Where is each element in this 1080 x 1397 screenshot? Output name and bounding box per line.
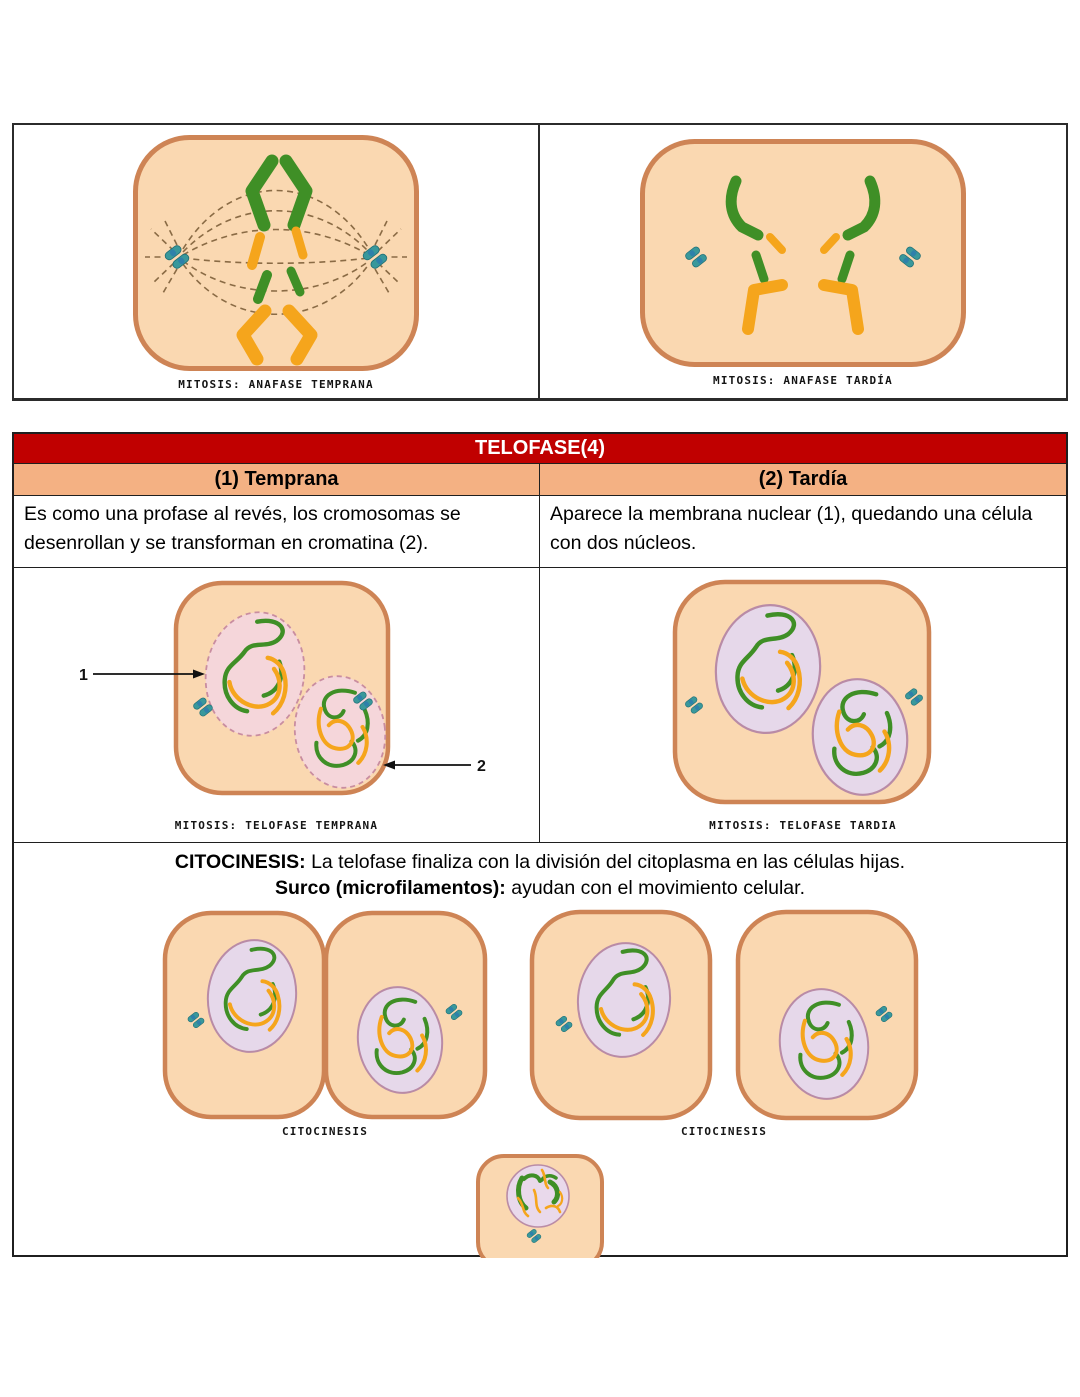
- pointer-1: 1: [79, 667, 205, 684]
- cell-membrane: [133, 134, 419, 371]
- telofase-subheaders: (1) Temprana (2) Tardía: [14, 464, 1066, 496]
- nucleus-early-1: [204, 611, 305, 737]
- citocinesis-heading-bold: CITOCINESIS:: [174, 850, 306, 873]
- anafase-tardia-diagram: [640, 138, 966, 367]
- citocinesis-heading-text: La telofase finaliza con la división del…: [311, 850, 906, 873]
- citocinesis-heading: CITOCINESIS: La telofase finaliza con la…: [175, 849, 905, 875]
- telofase-title-bar: TELOFASE(4): [14, 434, 1066, 464]
- chromosomes: [236, 154, 318, 365]
- label-1: 1: [79, 667, 88, 684]
- anafase-tardia-caption: MITOSIS: ANAFASE TARDÍA: [713, 373, 893, 387]
- nucleus: [206, 939, 298, 1054]
- citocinesis-joined-figure: CITOCINESIS: [160, 908, 490, 1138]
- label-2: 2: [477, 758, 486, 775]
- telofase-temprana-caption: MITOSIS: TELOFASE TEMPRANA: [174, 819, 379, 832]
- nucleus-late-1: [714, 604, 822, 734]
- citocinesis-joined-diagram: [162, 910, 488, 1120]
- citocinesis-left-caption: CITOCINESIS: [281, 1125, 369, 1139]
- telofase-figures: 1 2 MITOSIS: TELOFASE TEMPRANA: [14, 567, 1066, 843]
- pointer-2: 2: [382, 758, 486, 775]
- telofase-descriptions: Es como una profase al revés, los cromos…: [14, 496, 1066, 568]
- citocinesis-separated-diagram: [529, 909, 919, 1121]
- citocinesis-figures: CITOCINESIS: [160, 908, 920, 1138]
- telofase-temprana-diagram: 1 2: [79, 580, 486, 796]
- nucleus: [576, 942, 672, 1059]
- description-temprana: Es como una profase al revés, los cromos…: [14, 496, 540, 567]
- description-tardia: Aparece la membrana nuclear (1), quedand…: [540, 496, 1066, 567]
- telofase-table: TELOFASE(4) (1) Temprana (2) Tardía Es c…: [12, 432, 1068, 1258]
- anafase-temprana-cell: MITOSIS: ANAFASE TEMPRANA: [14, 125, 540, 398]
- citocinesis-section: CITOCINESIS: La telofase finaliza con la…: [14, 843, 1066, 1258]
- anafase-temprana-caption: MITOSIS: ANAFASE TEMPRANA: [178, 377, 374, 391]
- condensed-chromosomes: [516, 1168, 564, 1217]
- citocinesis-right-caption: CITOCINESIS: [680, 1125, 768, 1139]
- daughter-cell-figure: [474, 1152, 606, 1258]
- nucleus: [356, 986, 444, 1094]
- anafase-temprana-diagram: [133, 134, 419, 371]
- citocinesis-separated-figure: CITOCINESIS: [528, 908, 920, 1138]
- daughter-cell-diagram: [476, 1153, 604, 1258]
- telofase-tardia-caption: MITOSIS: TELOFASE TARDIA: [709, 819, 897, 832]
- header-tardia: (2) Tardía: [540, 464, 1066, 495]
- telofase-temprana-cell: 1 2 MITOSIS: TELOFASE TEMPRANA: [14, 567, 540, 842]
- citocinesis-subheading-bold: Surco (microfilamentos):: [275, 876, 506, 899]
- header-temprana: (1) Temprana: [14, 464, 540, 495]
- anafase-table: MITOSIS: ANAFASE TEMPRANA MITOSIS: ANAFA…: [12, 123, 1068, 401]
- chromosome-cluster: [683, 175, 788, 335]
- telofase-tardia-cell: MITOSIS: TELOFASE TARDIA: [540, 567, 1066, 842]
- spindle-fibers: [145, 189, 407, 315]
- nucleus: [778, 988, 870, 1100]
- nucleus: [506, 1163, 570, 1228]
- citocinesis-subheading-text: ayudan con el movimiento celular.: [511, 876, 805, 899]
- cell-membrane: [640, 138, 966, 367]
- anafase-tardia-cell: MITOSIS: ANAFASE TARDÍA: [540, 125, 1066, 398]
- telofase-tardia-diagram: [672, 579, 932, 805]
- citocinesis-subheading: Surco (microfilamentos): ayudan con el m…: [275, 875, 805, 901]
